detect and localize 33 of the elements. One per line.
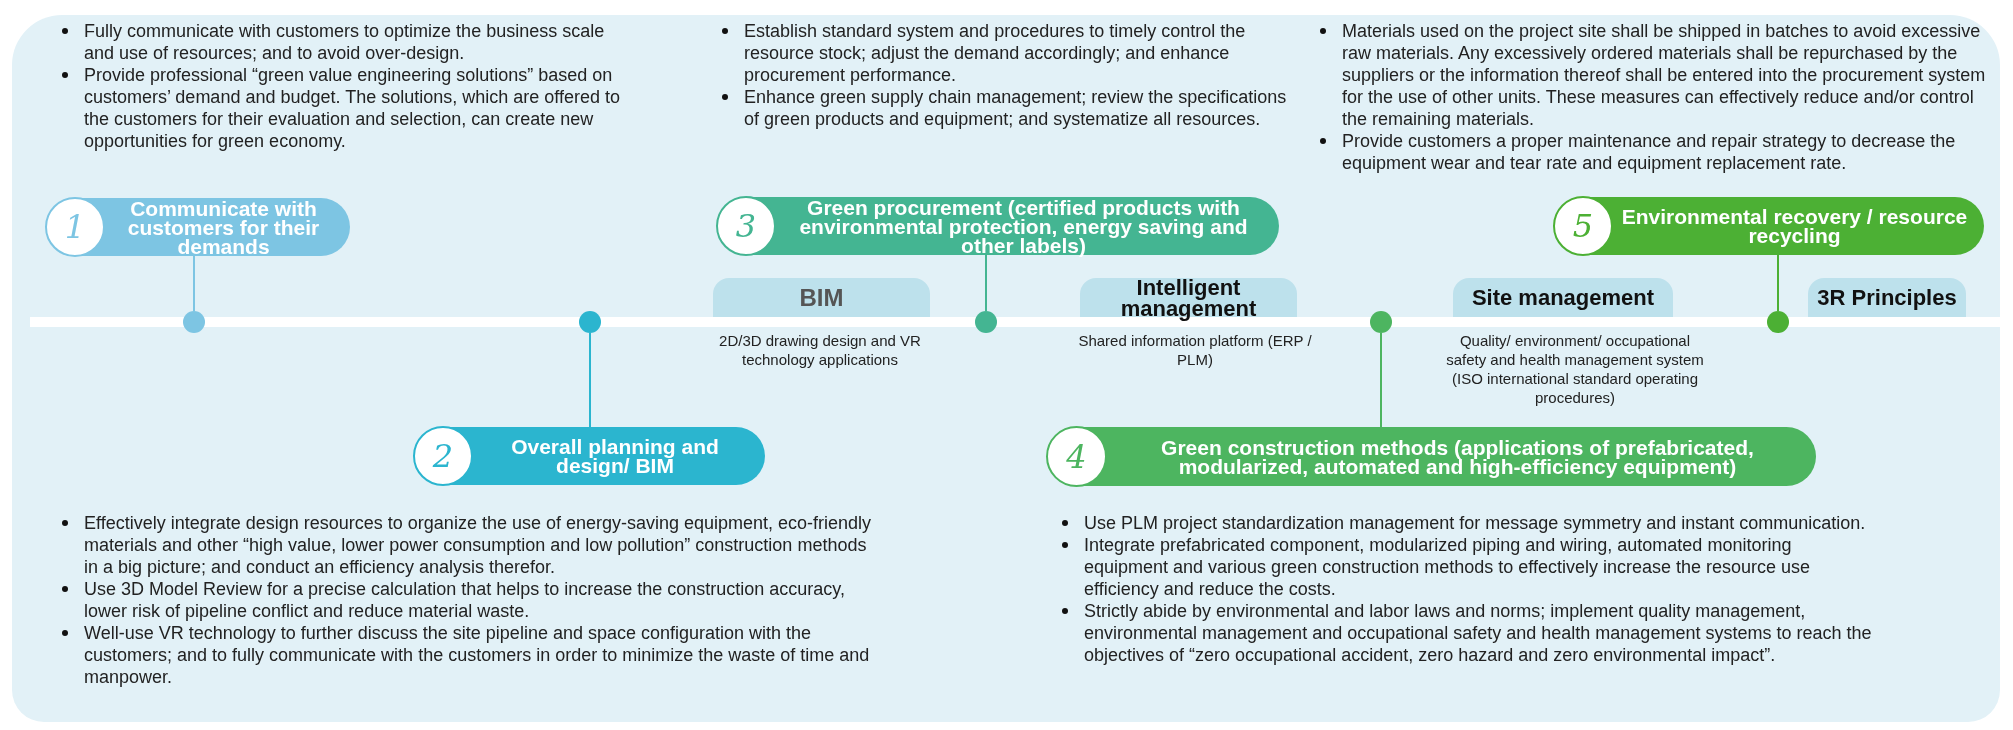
step-title: Communicate with customers for their demands — [126, 198, 321, 256]
category-tab: 3R Principles — [1808, 278, 1966, 317]
bullet-text: Materials used on the project site shall be shipped in batches to avoid excessive raw materials. Any excessively ordered materials shall be repurchased by the suppliers or the information thereof shall be entered into the procurement system for the use of other units. These measures can effectively reduce and/or control the remaining materials. — [1342, 20, 1998, 130]
description-text: Quality/ environment/ occupational safety and health management system (ISO international standard operating procedures) — [1445, 331, 1705, 407]
bullet-text: Use 3D Model Review for a precise calculation that helps to increase the construction accuracy, lower risk of pipeline conflict and reduce material waste. — [84, 578, 880, 622]
connector-line — [1777, 254, 1779, 312]
bullet-text: Fully communicate with customers to optimize the business scale and use of resources; and to avoid over-design. — [84, 20, 630, 64]
bullet-text: Enhance green supply chain management; review the specifications of green products and equipment; and systematize all resources. — [744, 86, 1300, 130]
bullet-text: Use PLM project standardization management for message symmetry and instant communication. — [1084, 512, 1880, 534]
category-tab: BIM — [713, 278, 930, 317]
bullet-text: Effectively integrate design resources to organize the use of energy-saving equipment, eco-friendly materials and other “high value, lower power consumption and low pollution” construction methods in a big picture; and conduct an efficiency analysis therefor. — [84, 512, 880, 578]
bullet-text: Integrate prefabricated component, modularized piping and wiring, automated monitoring equipment and various green construction methods to effectively increase the resource use efficiency and reduce the costs. — [1084, 534, 1880, 600]
bullet-text: Establish standard system and procedures to timely control the resource stock; adjust the demand accordingly; and enhance procurement performance. — [744, 20, 1300, 86]
step-title: Environmental recovery / resource recycling — [1620, 207, 1969, 245]
bullet-text: Provide professional “green value engineering solutions” based on customers’ demand and budget. The solutions, which are offered to the customers for their evaluation and selection, can create new opportunities for green economy. — [84, 64, 630, 152]
step-pill — [1555, 197, 1984, 255]
step-title: Green procurement (certified products with environmental protection, energy saving and other labels) — [798, 197, 1249, 255]
bullet-text: Well-use VR technology to further discuss the site pipeline and space configuration with the customers; and to fully communicate with the customers in order to minimize the waste of time and manpower. — [84, 622, 880, 688]
bullet-text: Provide customers a proper maintenance and repair strategy to decrease the equipment wear and tear rate and equipment replacement rate. — [1342, 130, 1998, 174]
step-pill — [47, 198, 350, 256]
step-pill — [718, 197, 1279, 255]
connector-line — [589, 332, 591, 428]
step-title: Overall planning and design/ BIM — [510, 437, 720, 475]
description-text: Shared information platform (ERP / PLM) — [1077, 331, 1313, 369]
connector-line — [193, 255, 195, 312]
connector-line — [1380, 332, 1382, 428]
bullet-text: Strictly abide by environmental and labor laws and norms; implement quality management, environmental management and occupational safety and health management systems to reach the objectives of “zero occupational accident, zero hazard and zero environmental impact”. — [1084, 600, 1880, 666]
connector-line — [985, 254, 987, 312]
step-title: Green construction methods (applications of prefabricated, modularized, automated and high-efficiency equipment) — [1160, 437, 1755, 476]
description-text: 2D/3D drawing design and VR technology applications — [718, 331, 922, 369]
step-pill — [1048, 427, 1816, 486]
category-tab: Site management — [1453, 278, 1673, 317]
step-pill — [415, 427, 765, 485]
